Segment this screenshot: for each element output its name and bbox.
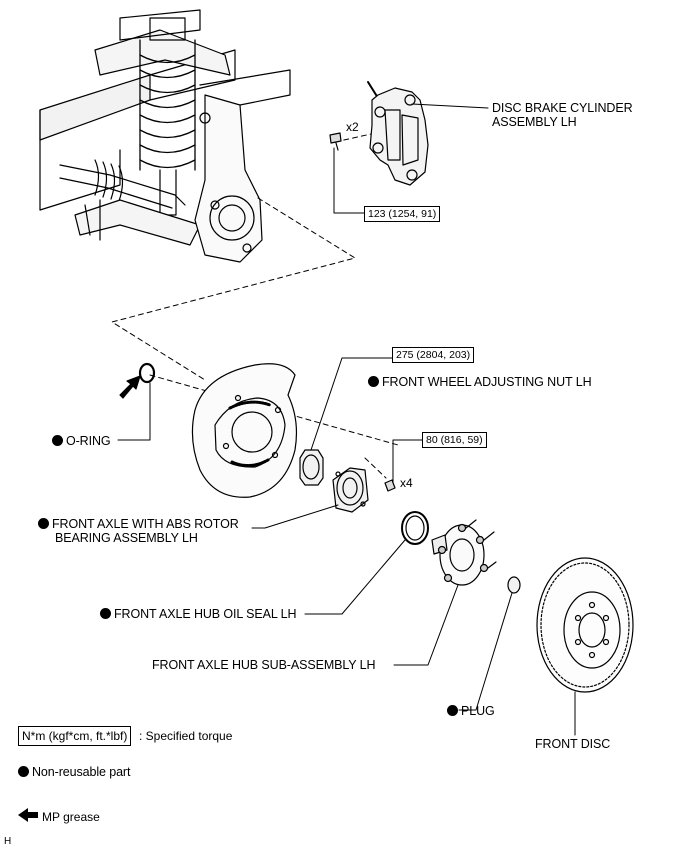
caliper-bolt-quantity: x2: [346, 120, 359, 134]
caliper-bolt: [329, 132, 342, 151]
adjusting-nut-label: FRONT WHEEL ADJUSTING NUT LH: [368, 375, 592, 389]
bearing-label: FRONT AXLE WITH ABS ROTOR BEARING ASSEMB…: [38, 517, 239, 545]
bearing-label-line2: BEARING ASSEMBLY LH: [55, 531, 198, 545]
axle-bolt-quantity: x4: [400, 476, 413, 490]
legend-torque-box: N*m (kgf*cm, ft.*lbf): [18, 726, 132, 746]
nonreusable-dot-icon: [368, 376, 379, 387]
legend-grease-arrow-icon: [18, 808, 38, 822]
oil-seal: [401, 511, 429, 545]
legend-grease-text: MP grease: [42, 810, 100, 824]
nut-torque-box: 275 (2804, 203): [392, 347, 475, 363]
legend-torque-text: : Specified torque: [139, 729, 233, 743]
legend-dot-icon: [18, 766, 29, 777]
front-disc-label: FRONT DISC: [535, 737, 611, 751]
disc-brake-caliper: [367, 81, 429, 186]
plug-label: PLUG: [447, 704, 495, 718]
dust-cover: [191, 363, 298, 498]
o-ring-text: O-RING: [66, 434, 111, 448]
oil-seal-text: FRONT AXLE HUB OIL SEAL LH: [114, 607, 297, 621]
adjusting-nut: [299, 449, 324, 486]
bearing-assembly: [332, 467, 369, 513]
caliper-label-line1: DISC BRAKE CYLINDER: [492, 101, 633, 115]
plug-text: PLUG: [461, 704, 495, 718]
grease-arrow-icon: [119, 375, 141, 399]
suspension-assembly: [39, 9, 291, 263]
o-ring: [138, 362, 156, 384]
corner-mark: H: [4, 836, 12, 847]
axle-hub: [431, 519, 497, 586]
o-ring-label: O-RING: [52, 434, 111, 448]
nonreusable-dot-icon: [52, 435, 63, 446]
caliper-label: DISC BRAKE CYLINDER ASSEMBLY LH: [492, 101, 633, 129]
nonreusable-dot-icon: [38, 518, 49, 529]
bearing-label-line1: FRONT AXLE WITH ABS ROTOR: [52, 517, 239, 531]
adjusting-nut-text: FRONT WHEEL ADJUSTING NUT LH: [382, 375, 592, 389]
legend-nonreusable: Non-reusable part: [18, 765, 130, 779]
caliper-torque-box: 123 (1254, 91): [364, 206, 441, 222]
caliper-label-line2: ASSEMBLY LH: [492, 115, 577, 129]
plug: [507, 576, 521, 594]
oil-seal-label: FRONT AXLE HUB OIL SEAL LH: [100, 607, 297, 621]
hub-label: FRONT AXLE HUB SUB-ASSEMBLY LH: [152, 658, 376, 672]
axle-bolt-torque-box: 80 (816, 59): [422, 432, 487, 448]
nonreusable-dot-icon: [100, 608, 111, 619]
nonreusable-dot-icon: [447, 705, 458, 716]
legend-nonreusable-text: Non-reusable part: [32, 765, 131, 779]
front-disc: [536, 557, 634, 693]
